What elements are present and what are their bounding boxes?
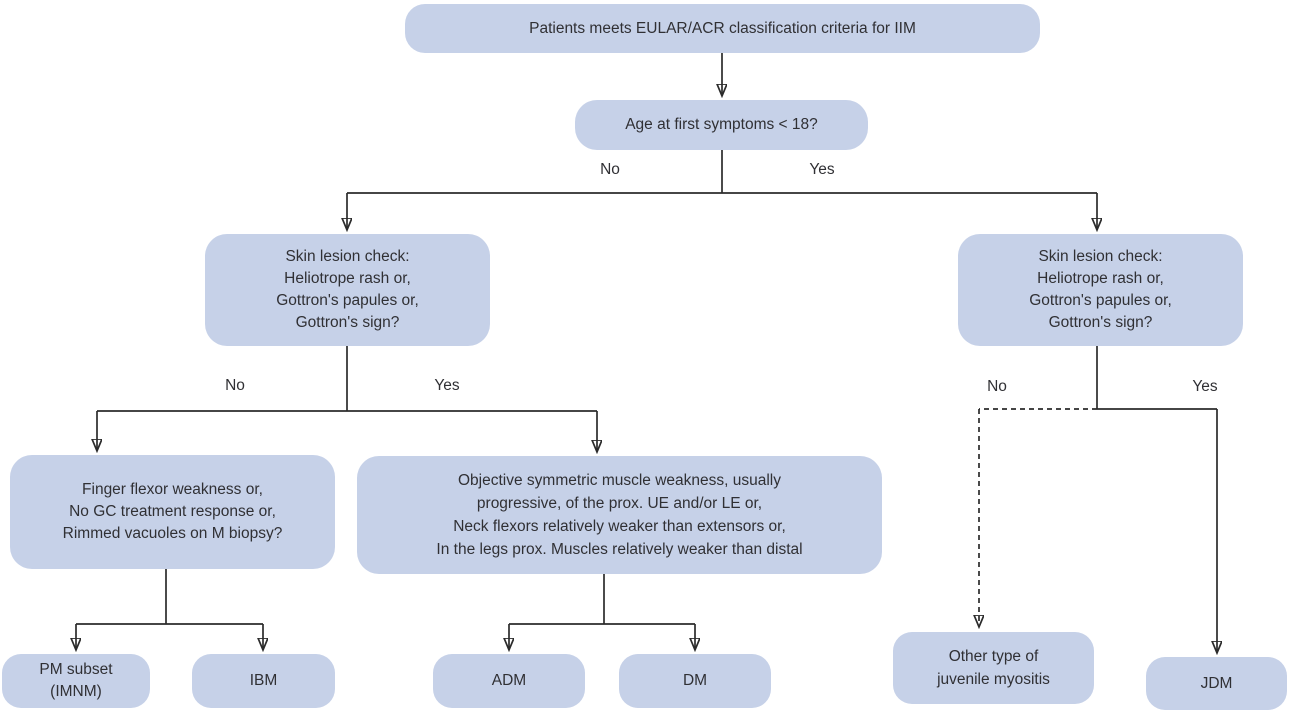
node-criteria: Patients meets EULAR/ACR classification … [405,4,1040,53]
branch-label-age-yes: Yes [809,161,835,178]
node-skin-lesion-check-juvenile-label: Skin lesion check: Heliotrope rash or, G… [1029,248,1172,331]
node-finger-flexor-question: Finger flexor weakness or, No GC treatme… [10,455,335,569]
node-result-ibm: IBM [192,654,335,708]
node-result-adm: ADM [433,654,585,708]
node-result-other-juvenile-myositis-label: Other type of juvenile myositis [937,648,1050,688]
branch-label-age-no: No [600,161,620,178]
node-objective-weakness-label: Objective symmetric muscle weakness, usu… [436,472,803,558]
node-result-pm-subset: PM subset (IMNM) [2,654,150,708]
node-skin-lesion-check-adult: Skin lesion check: Heliotrope rash or, G… [205,234,490,346]
node-age-question-label: Age at first symptoms < 18? [625,116,818,133]
branch-label-skin-left-no: No [225,377,245,394]
node-result-other-juvenile-myositis: Other type of juvenile myositis [893,632,1094,704]
node-objective-weakness: Objective symmetric muscle weakness, usu… [357,456,882,574]
node-result-jdm-label: JDM [1200,674,1233,692]
branch-label-skin-right-no: No [987,378,1007,395]
node-skin-lesion-check-adult-label: Skin lesion check: Heliotrope rash or, G… [276,248,419,331]
node-criteria-label: Patients meets EULAR/ACR classification … [529,19,916,37]
node-result-pm-subset-label: PM subset (IMNM) [39,661,113,700]
node-result-dm: DM [619,654,771,708]
node-finger-flexor-question-label: Finger flexor weakness or, No GC treatme… [62,481,283,542]
node-age-question: Age at first symptoms < 18? [575,100,868,150]
node-result-ibm-label: IBM [249,672,278,689]
branch-label-skin-right-yes: Yes [1192,378,1218,395]
branch-label-skin-left-yes: Yes [434,377,460,394]
node-result-adm-label: ADM [491,672,527,689]
node-result-jdm: JDM [1146,657,1287,710]
node-skin-lesion-check-juvenile: Skin lesion check: Heliotrope rash or, G… [958,234,1243,346]
node-result-dm-label: DM [682,672,708,689]
